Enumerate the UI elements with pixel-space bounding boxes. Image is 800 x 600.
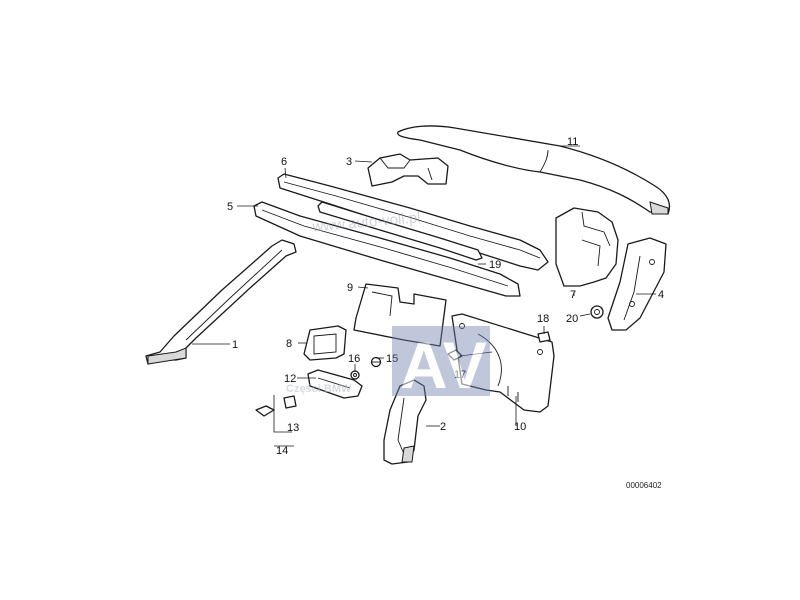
watermark-logo: AV [400, 328, 487, 402]
watermark-logo-bg [392, 326, 490, 396]
part-8-handle [303, 325, 347, 361]
callout-2: 2 [440, 421, 446, 433]
part-7-cover [555, 207, 619, 287]
callout-4: 4 [658, 289, 664, 301]
part-16-screw [350, 370, 360, 380]
watermark-caption: Części BMW [286, 383, 352, 395]
callout-15: 15 [386, 353, 398, 365]
part-5-seal-strip [253, 201, 521, 297]
watermark: www.auto-voll.pl AV Części BMW [286, 209, 490, 402]
callout-6: 6 [281, 156, 287, 168]
callout-11: 11 [567, 136, 578, 148]
callout-17: 17 [454, 369, 466, 381]
leader-lines [192, 145, 656, 447]
part-3-bracket [367, 153, 449, 187]
part-20-grommet [590, 305, 604, 319]
callout-7: 7 [570, 289, 576, 301]
callout-3: 3 [346, 156, 352, 168]
callout-9: 9 [347, 282, 353, 294]
callout-1: 1 [232, 339, 238, 351]
callout-10: 10 [514, 421, 526, 433]
part-19-strip [317, 201, 483, 261]
part-10-panel [451, 313, 555, 413]
callout-12: 12 [284, 373, 296, 385]
part-12-bracket [307, 369, 363, 399]
callout-14: 14 [276, 445, 288, 457]
callout-5: 5 [227, 201, 233, 213]
part-13-screw [283, 395, 297, 409]
part-9-panel [353, 283, 447, 347]
callout-16: 16 [348, 353, 360, 365]
callout-20: 20 [566, 313, 578, 325]
document-number: 00006402 [626, 481, 662, 490]
part-14-screw [255, 405, 275, 417]
callout-13: 13 [287, 422, 299, 434]
part-2-pillar-trim [383, 379, 427, 465]
callout-19: 19 [489, 259, 501, 271]
part-15-clip [370, 356, 382, 368]
callout-8: 8 [286, 338, 292, 350]
callout-18: 18 [537, 313, 549, 325]
part-1-pillar-trim [145, 239, 297, 365]
part-4-trim [607, 237, 667, 331]
part-18-clip [537, 331, 551, 343]
